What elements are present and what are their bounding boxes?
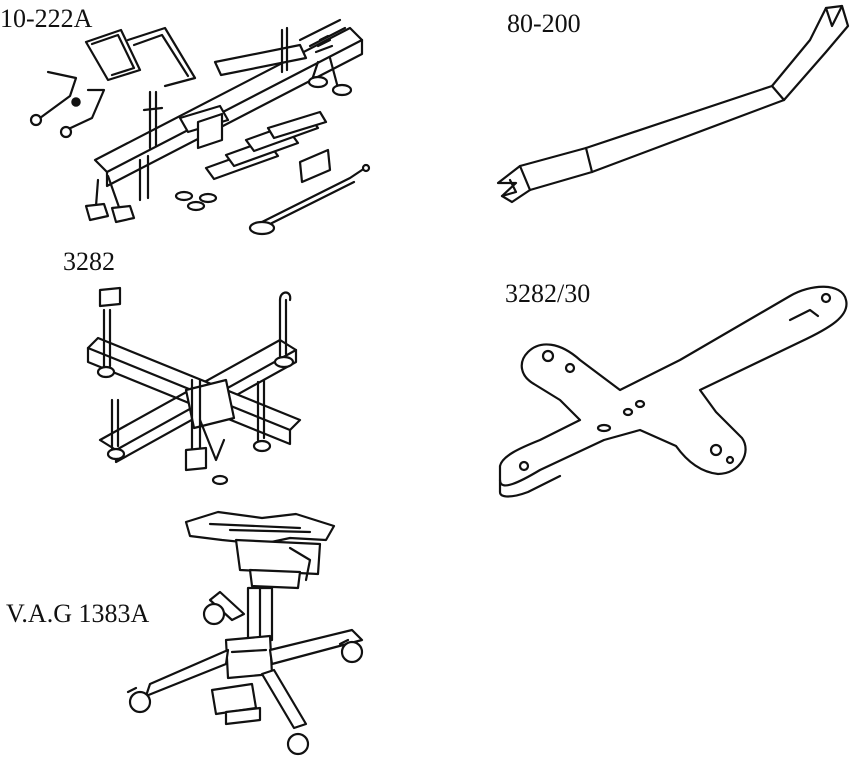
tool-3282-30-drawing	[498, 285, 848, 498]
tool-label-3282: 3282	[63, 247, 115, 276]
tool-label-vag-1383a: V.A.G 1383A	[6, 599, 150, 628]
tool-label-80-200: 80-200	[507, 9, 581, 38]
tool-label-3282-30: 3282/30	[505, 279, 591, 308]
tool-10-222a-drawing	[29, 18, 371, 236]
tool-3282-drawing	[86, 286, 302, 486]
tool-80-200-drawing	[496, 4, 850, 204]
tool-label-10-222a: 10-222A	[0, 4, 93, 33]
tool-vag-1383a-drawing	[126, 510, 364, 756]
